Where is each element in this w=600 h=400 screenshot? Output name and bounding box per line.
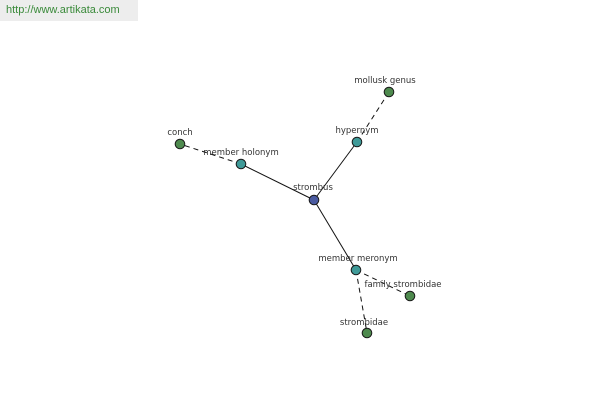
node-member-meronym[interactable] [350, 264, 362, 276]
edge-member-meronym-to-family-strombidae [355, 269, 411, 297]
node-label-member-meronym[interactable]: member meronym [318, 254, 397, 264]
node-conch[interactable] [174, 138, 186, 150]
node-family-strombidae[interactable] [404, 290, 416, 302]
node-label-strombus[interactable]: strombus [293, 183, 333, 193]
edge-member-meronym-to-strombidae [355, 269, 368, 334]
edge-strombus-to-member-meronym [313, 199, 357, 271]
node-label-family-strombidae[interactable]: family strombidae [364, 280, 441, 290]
node-label-mollusk-genus[interactable]: mollusk genus [354, 76, 416, 86]
node-hypernym[interactable] [351, 136, 363, 148]
node-mollusk-genus[interactable] [383, 86, 395, 98]
node-label-member-holonym[interactable]: member holonym [203, 148, 278, 158]
edge-hypernym-to-mollusk-genus [356, 91, 390, 143]
node-label-conch[interactable]: conch [167, 128, 192, 138]
edge-member-holonym-to-conch [179, 143, 242, 165]
node-label-strombidae[interactable]: strombidae [340, 318, 388, 328]
node-strombus[interactable] [308, 194, 320, 206]
edge-strombus-to-hypernym [313, 141, 358, 201]
node-label-hypernym[interactable]: hypernym [335, 126, 378, 136]
labels-layer: strombus hypernym member holonym member mer… [167, 76, 441, 328]
node-strombidae[interactable] [361, 327, 373, 339]
url-link[interactable]: http://www.artikata.com [0, 0, 138, 21]
edge-strombus-to-member-holonym [240, 163, 315, 201]
node-member-holonym[interactable] [235, 158, 247, 170]
nodes-layer [174, 86, 416, 339]
edges-layer [179, 91, 411, 334]
